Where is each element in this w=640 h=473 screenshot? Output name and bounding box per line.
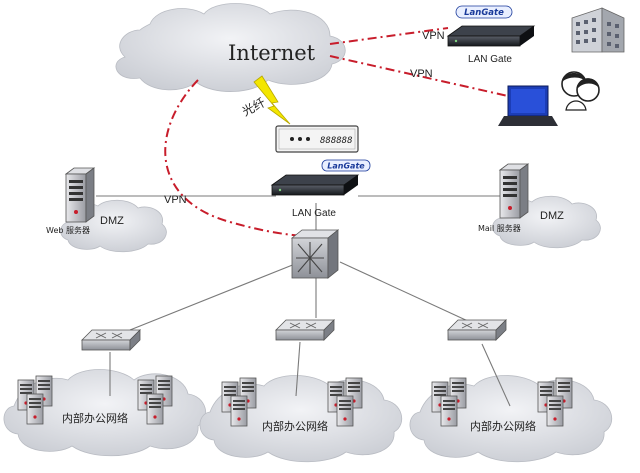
- core-switch-icon: [290, 229, 340, 279]
- office-cloud-1: [3, 369, 207, 457]
- vpn-internet-to-mobile: [329, 55, 509, 97]
- switch-icon-3: [447, 319, 507, 341]
- lan-gate-main-label: LAN Gate: [292, 208, 336, 219]
- langate-logo-text: LanGate: [327, 162, 365, 171]
- internet-label: Internet: [228, 41, 316, 65]
- vpn-tunnels: [164, 27, 509, 237]
- vpn-internet-to-core: [164, 79, 313, 237]
- langate-logo-icon: [455, 5, 513, 19]
- dmz-label-right: DMZ: [540, 210, 564, 222]
- office-network-label-1: 内部办公网络: [62, 411, 128, 425]
- vpn-internet-to-branch: [329, 27, 449, 45]
- person-icon: [561, 71, 600, 111]
- web-server-label: Web 服务器: [46, 225, 90, 235]
- mail-server-label: Mail 服务器: [478, 223, 521, 233]
- modem-display: 888888: [320, 136, 353, 146]
- web-server-icon: [64, 167, 96, 223]
- link-core-to-switch-3: [339, 261, 471, 323]
- laptop-icon: [498, 85, 558, 126]
- switch-icon-2: [275, 319, 335, 341]
- mail-server-icon: [498, 163, 530, 219]
- lan-links: [96, 195, 511, 407]
- building-icon: [571, 7, 625, 53]
- fiber-bolt-icon: [253, 75, 291, 125]
- vpn-label-mobile: VPN: [410, 68, 433, 80]
- link-core-to-switch-1: [129, 261, 301, 331]
- link-switch-3-to-office: [481, 343, 511, 407]
- office-network-label-3: 内部办公网络: [470, 419, 536, 433]
- fiber-label: 光纤: [240, 95, 268, 119]
- langate-logo-text-branch: LanGate: [464, 8, 504, 18]
- internet-cloud: [115, 3, 346, 92]
- vpn-label-branch: VPN: [422, 30, 445, 42]
- dmz-label-left: DMZ: [100, 215, 124, 227]
- switch-icon-1: [81, 329, 141, 351]
- lan-gate-branch: LanGate: [447, 5, 535, 47]
- modem-icon: 888888: [275, 125, 359, 153]
- link-switch-2-to-office: [295, 341, 301, 397]
- lan-gate-branch-label: LAN Gate: [468, 54, 512, 65]
- lan-gate-main: LanGate: [271, 159, 371, 196]
- vpn-label-dmz: VPN: [164, 194, 187, 206]
- langate-logo-icon: [321, 159, 371, 172]
- office-network-label-2: 内部办公网络: [262, 419, 328, 433]
